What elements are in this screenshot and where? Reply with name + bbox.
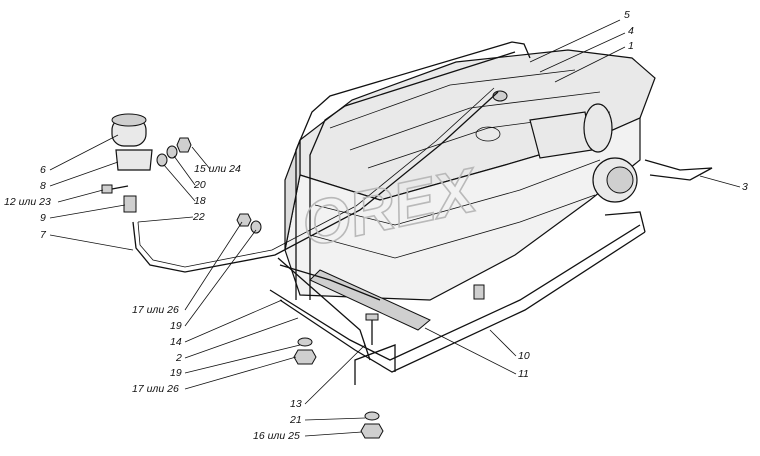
callout-18: 18 [194,195,206,207]
callout-3: 3 [742,181,748,193]
callout-6: 6 [40,164,46,176]
leader-lines [49,19,741,437]
callout-17-or-26-upper: 17 или 26 [132,304,179,316]
fasteners [101,113,384,439]
callout-20: 20 [193,179,206,191]
callout-11: 11 [518,368,529,380]
callout-2: 2 [175,352,182,364]
callout-4: 4 [628,25,634,37]
callout-9: 9 [40,212,46,224]
callout-15-or-24: 15 или 24 [194,163,241,175]
callout-19-lower: 19 [170,367,182,379]
callout-8: 8 [40,180,46,192]
callout-16-or-25: 16 или 25 [253,430,300,442]
callout-21: 21 [289,414,302,426]
filler-neck-ellipse [583,103,613,153]
callout-labels: 5 4 1 3 6 8 12 или 23 9 7 15 или 24 20 1… [4,9,748,442]
fuel-line-hose [132,91,499,273]
support-cradle [269,211,646,385]
callout-1: 1 [628,40,634,52]
callout-12-or-23: 12 или 23 [4,196,51,208]
strap-pad [309,269,431,331]
callout-14: 14 [170,336,182,348]
callout-5: 5 [624,9,630,21]
callout-13: 13 [290,398,302,410]
callout-22: 22 [192,211,205,223]
callout-19-upper: 19 [170,320,182,332]
callout-7: 7 [40,229,47,241]
callout-17-or-26-lower: 17 или 26 [132,383,179,395]
frame-tube [295,41,531,300]
callout-10: 10 [518,350,530,362]
fuel-tank [284,49,713,301]
